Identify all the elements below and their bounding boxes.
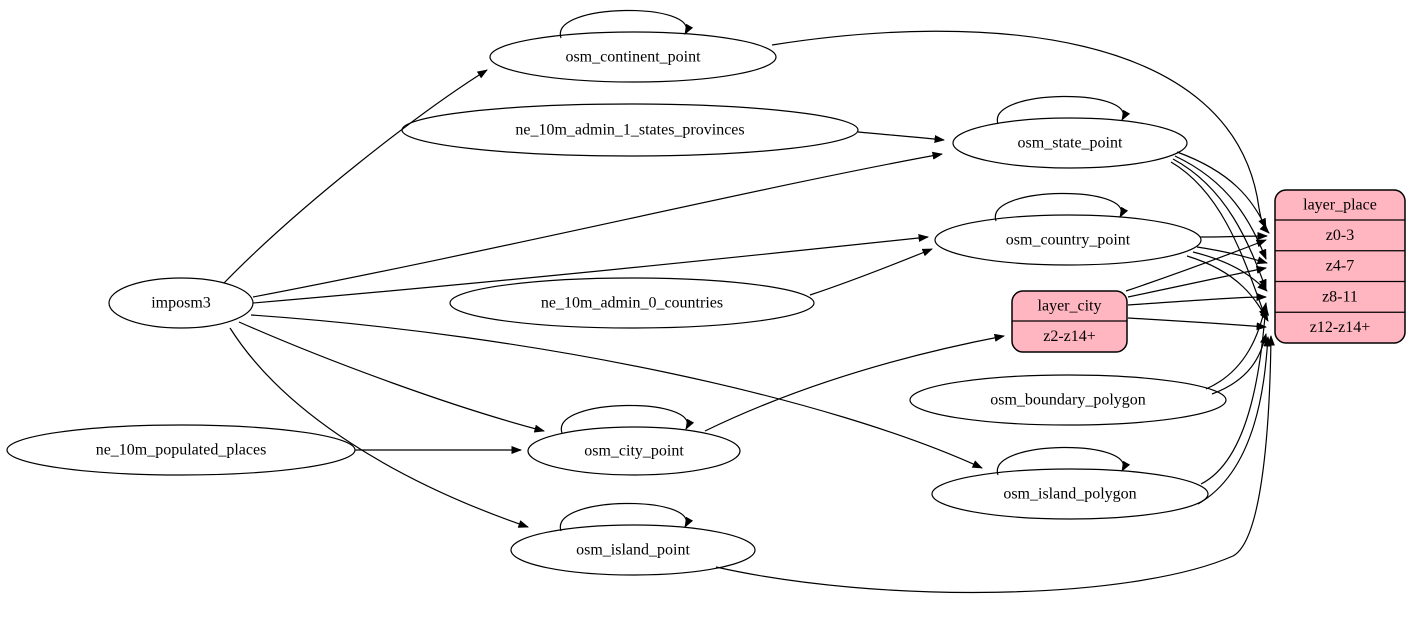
edge-osm_country_point-layer_place-z8-11	[1192, 251, 1268, 292]
node-label: ne_10m_populated_places	[96, 442, 267, 459]
node-label: imposm3	[151, 295, 211, 312]
record-title: layer_city	[1038, 298, 1102, 315]
node-ne_10m_populated_places: ne_10m_populated_places	[6, 424, 356, 476]
edge-osm_island_polygon-layer_place-z8-11	[1200, 305, 1270, 485]
record-row-z2-z14+: z2-z14+	[1043, 328, 1096, 345]
node-label: osm_continent_point	[565, 49, 701, 66]
node-shape-osm_island_point	[510, 524, 756, 576]
node-shape-osm_country_point	[934, 214, 1202, 266]
node-osm_island_point: osm_island_point	[510, 524, 756, 576]
edge-imposm3-osm_city_point	[238, 321, 545, 433]
record-box-layer_place	[1274, 189, 1406, 344]
node-shape-osm_city_point	[527, 426, 741, 476]
record-row-z0-3: z0-3	[1326, 227, 1354, 244]
node-shape-osm_continent_point	[489, 31, 777, 83]
edge-ne_10m_admin_1_states_provinces-osm_state_point	[857, 131, 945, 144]
edge-osm_island_point-layer_place-z12-z14+	[715, 335, 1275, 594]
node-shape-osm_boundary_polygon	[909, 374, 1227, 426]
node-label: osm_country_point	[1006, 232, 1131, 249]
node-shape-osm_state_point	[952, 117, 1188, 169]
node-label: ne_10m_admin_1_states_provinces	[515, 122, 744, 139]
edge-layer_city-layer_place-z0-3	[1125, 239, 1267, 292]
edge-osm_country_point-layer_place-z0-3	[1199, 232, 1268, 241]
edge-layer_city-layer_place-z4-7	[1127, 265, 1267, 298]
edge-imposm3-osm_island_polygon	[250, 314, 983, 469]
node-osm_island_polygon: osm_island_polygon	[931, 468, 1209, 520]
node-label: ne_10m_admin_0_countries	[541, 295, 723, 312]
edge-layer_city-layer_place-z12-z14+	[1127, 317, 1267, 331]
edge-osm_city_point-layer_city-z2-z14+	[704, 333, 1005, 432]
node-osm_continent_point: osm_continent_point	[489, 31, 777, 83]
edge-ne_10m_admin_0_countries-osm_country_point	[809, 248, 933, 296]
node-osm_state_point: osm_state_point	[952, 117, 1188, 169]
edges-layer	[223, 9, 1275, 594]
edge-osm_island_polygon-layer_place-z12-z14+	[1197, 336, 1272, 505]
edge-imposm3-osm_country_point	[252, 234, 929, 304]
edge-osm_country_point-layer_place-z4-7	[1196, 246, 1268, 265]
edge-imposm3-osm_continent_point	[223, 69, 488, 284]
node-ne_10m_admin_0_countries: ne_10m_admin_0_countries	[449, 277, 815, 329]
self-loop-osm_island_polygon	[997, 446, 1131, 476]
node-label: osm_island_point	[576, 542, 690, 559]
edge-osm_state_point-layer_place-z0-3	[1176, 151, 1267, 229]
edge-layer_city-layer_place-z8-11	[1127, 293, 1267, 306]
record-row-z4-7: z4-7	[1326, 258, 1354, 275]
self-loop-osm_state_point	[997, 95, 1131, 125]
record-row-z8-11: z8-11	[1322, 288, 1358, 305]
self-loop-osm_island_point	[560, 502, 694, 532]
self-loop-osm_country_point	[995, 192, 1129, 222]
node-shape-ne_10m_admin_0_countries	[449, 277, 815, 329]
record-row-z12-z14+: z12-z14+	[1310, 319, 1371, 336]
node-ne_10m_admin_1_states_provinces: ne_10m_admin_1_states_provinces	[401, 103, 859, 157]
record-title: layer_place	[1303, 197, 1377, 214]
node-layer_city: layer_city z2-z14+	[1011, 290, 1128, 353]
edge-imposm3-osm_state_point	[252, 151, 943, 298]
node-osm_boundary_polygon: osm_boundary_polygon	[909, 374, 1227, 426]
node-label: osm_boundary_polygon	[990, 392, 1146, 409]
node-osm_city_point: osm_city_point	[527, 426, 741, 476]
self-loop-osm_continent_point	[560, 9, 694, 39]
node-label: osm_island_polygon	[1003, 486, 1136, 503]
node-layer_place: layer_place z0-3 z4-7 z8-11 z12-z14+	[1274, 189, 1406, 344]
node-label: osm_city_point	[584, 443, 684, 460]
node-label: osm_state_point	[1018, 135, 1123, 152]
nodes-layer: imposm3 ne_10m_populated_places ne_10m_adm…	[6, 31, 1406, 576]
node-imposm3: imposm3	[108, 277, 254, 329]
self-loop-osm_city_point	[561, 404, 695, 434]
edge-imposm3-osm_island_point	[229, 327, 529, 528]
node-osm_country_point: osm_country_point	[934, 214, 1202, 266]
node-shape-osm_island_polygon	[931, 468, 1209, 520]
